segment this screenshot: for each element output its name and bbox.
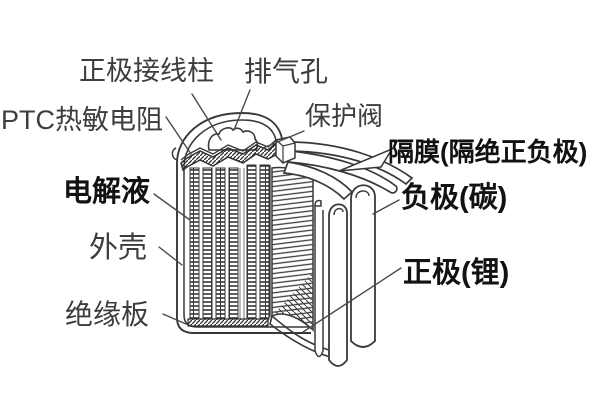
- unrolled-layer-strip: [269, 166, 335, 360]
- label-cathode-lithium: 正极(锂): [403, 257, 510, 289]
- unrolled-sheets: [314, 184, 376, 367]
- label-positive-terminal: 正极接线柱: [79, 56, 214, 86]
- label-safety-valve: 保护阀: [305, 101, 384, 131]
- casing-outline: [171, 112, 311, 334]
- top-cap-assembly: [180, 127, 296, 172]
- jelly-roll-layers: [189, 164, 271, 320]
- label-separator: 隔膜(隔绝正负极): [388, 137, 588, 167]
- leader-lines: [153, 89, 402, 333]
- label-vent-hole: 排气孔: [244, 56, 329, 87]
- insulation-plate: [187, 318, 269, 327]
- separator-arrow: [338, 147, 394, 172]
- peeled-sheet-ribbons: [282, 141, 414, 201]
- label-outer-shell: 外壳: [89, 232, 148, 264]
- label-anode-carbon: 负极(碳): [401, 182, 508, 214]
- label-insulation-plate: 绝缘板: [65, 299, 150, 330]
- label-electrolyte: 电解液: [63, 176, 151, 208]
- label-ptc-thermistor: PTC热敏电阻: [1, 105, 163, 135]
